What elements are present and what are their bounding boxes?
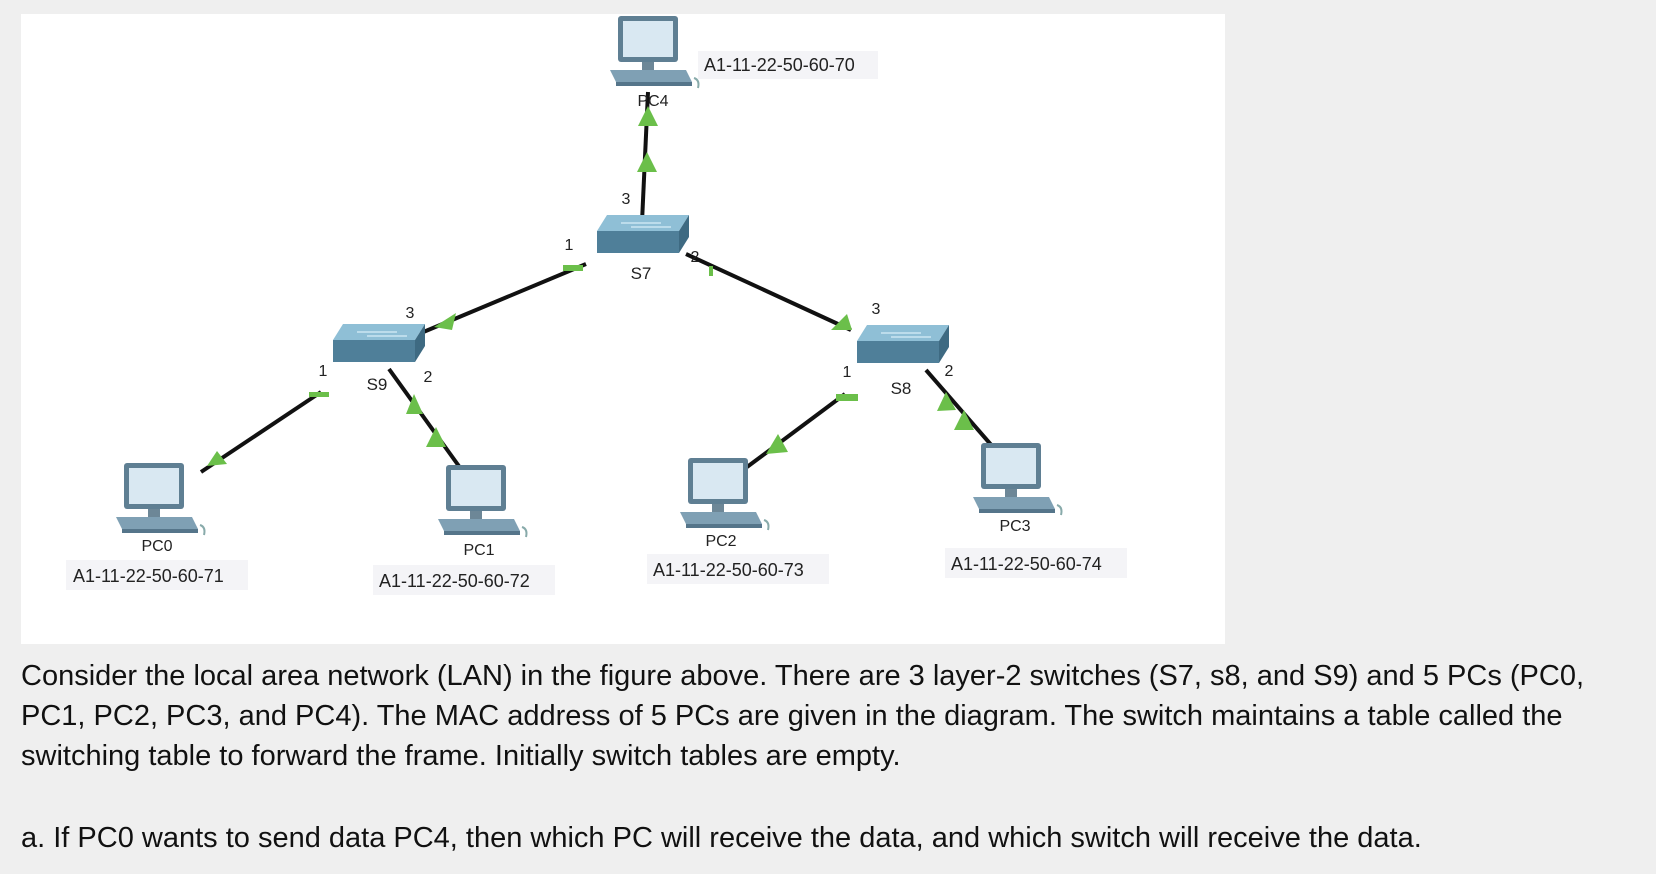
link-s8-pc3 bbox=[924, 368, 995, 449]
port-s8-2: 2 bbox=[945, 363, 954, 380]
pc-pc1: PC1 A1-11-22-50-60-72 bbox=[373, 464, 555, 595]
pc-pc3-label: PC3 bbox=[999, 518, 1030, 535]
switch-s7: S7 bbox=[596, 214, 690, 283]
pc-pc0: PC0 A1-11-22-50-60-71 bbox=[66, 462, 248, 590]
pc-pc4: PC4 A1-11-22-50-60-70 bbox=[609, 15, 878, 110]
computer-icon bbox=[679, 457, 770, 531]
pc-pc1-mac: A1-11-22-50-60-72 bbox=[379, 571, 530, 591]
pc-pc2-mac: A1-11-22-50-60-73 bbox=[653, 560, 804, 580]
indicator-bar bbox=[563, 265, 583, 271]
indicator-up-arrow bbox=[637, 152, 657, 172]
pc-pc2-label: PC2 bbox=[705, 533, 736, 550]
question-part-a: a. If PC0 wants to send data PC4, then w… bbox=[21, 818, 1641, 858]
switch-s9: S9 bbox=[332, 323, 426, 394]
port-labels: 3 1 2 3 1 2 3 1 2 bbox=[319, 191, 954, 386]
indicator-arrow bbox=[766, 434, 788, 454]
question-intro-text: Consider the local area network (LAN) in… bbox=[21, 660, 1585, 772]
pc-pc4-mac: A1-11-22-50-60-70 bbox=[704, 55, 855, 75]
port-s9-1: 1 bbox=[319, 363, 328, 380]
indicator-arrow bbox=[426, 427, 446, 447]
pc-pc3: PC3 A1-11-22-50-60-74 bbox=[945, 442, 1127, 578]
switch-s8-label: S8 bbox=[891, 379, 912, 398]
indicator-arrow bbox=[207, 451, 227, 466]
pc-pc0-mac: A1-11-22-50-60-71 bbox=[73, 566, 224, 586]
indicator-up-arrow bbox=[638, 106, 658, 126]
computer-icon bbox=[115, 462, 206, 536]
pc-pc0-label: PC0 bbox=[141, 538, 172, 555]
switch-icon bbox=[596, 214, 690, 254]
indicator-arrow bbox=[434, 313, 456, 330]
pc-pc2: PC2 A1-11-22-50-60-73 bbox=[647, 457, 829, 584]
port-s8-1: 1 bbox=[843, 364, 852, 381]
link-s7-s8 bbox=[685, 252, 852, 332]
switch-s9-label: S9 bbox=[367, 375, 388, 394]
port-s7-1: 1 bbox=[565, 237, 574, 254]
computer-icon bbox=[437, 464, 528, 538]
pc-pc4-label: PC4 bbox=[637, 93, 668, 110]
indicator-arrow bbox=[937, 392, 956, 411]
link-indicators bbox=[207, 106, 974, 466]
indicator-bar bbox=[836, 394, 858, 401]
switch-s7-label: S7 bbox=[631, 264, 652, 283]
question-intro: Consider the local area network (LAN) in… bbox=[21, 656, 1641, 776]
indicator-arrow bbox=[831, 314, 852, 330]
port-s9-3: 3 bbox=[406, 305, 415, 322]
port-s8-3: 3 bbox=[872, 301, 881, 318]
pc-pc1-label: PC1 bbox=[463, 542, 494, 559]
pc-pc3-mac: A1-11-22-50-60-74 bbox=[951, 554, 1102, 574]
link-s8-pc2 bbox=[745, 392, 847, 469]
indicator-arrow bbox=[954, 410, 974, 430]
link-s9-pc1 bbox=[387, 367, 463, 471]
network-diagram: S7 S9 S8 3 1 2 3 1 2 3 1 2 PC4 A1-11-22-… bbox=[21, 14, 1225, 644]
indicator-arrow bbox=[406, 394, 423, 414]
port-s7-2: 2 bbox=[691, 249, 700, 266]
question-part-a-text: a. If PC0 wants to send data PC4, then w… bbox=[21, 822, 1422, 854]
indicator-bar bbox=[309, 392, 329, 397]
switch-icon bbox=[856, 324, 950, 364]
computer-icon bbox=[972, 442, 1063, 516]
links bbox=[199, 91, 995, 474]
port-s7-3: 3 bbox=[622, 191, 631, 208]
switch-icon bbox=[332, 323, 426, 363]
port-s9-2: 2 bbox=[424, 369, 433, 386]
network-diagram-svg: S7 S9 S8 3 1 2 3 1 2 3 1 2 PC4 A1-11-22-… bbox=[66, 15, 1127, 595]
switch-s8: S8 bbox=[856, 324, 950, 398]
computer-icon bbox=[609, 15, 700, 89]
indicator-bar bbox=[709, 266, 713, 276]
